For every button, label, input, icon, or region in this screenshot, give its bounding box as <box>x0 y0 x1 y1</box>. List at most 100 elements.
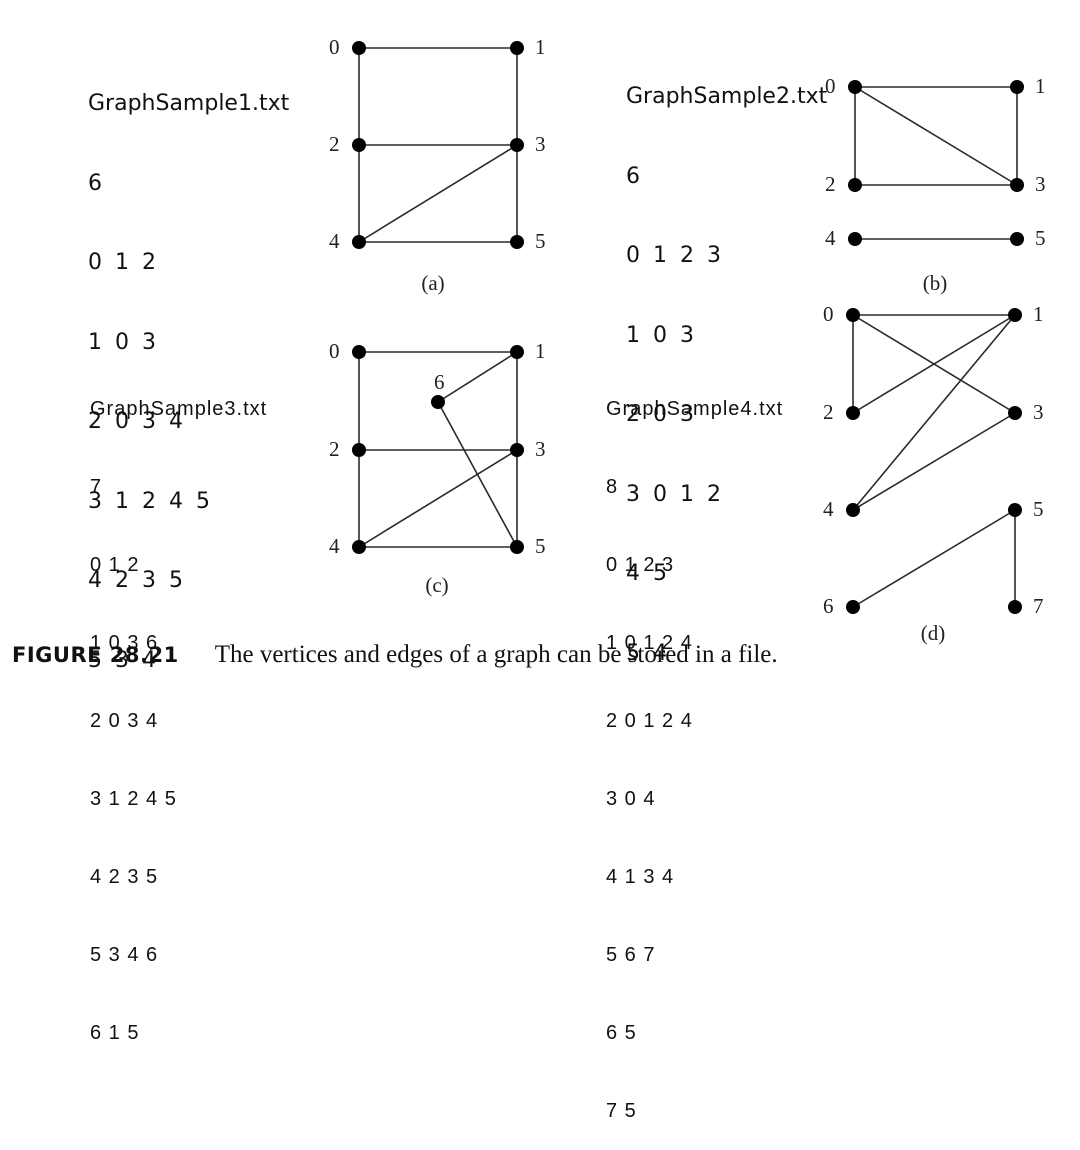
vertex-node <box>510 540 524 554</box>
file-name: GraphSample1.txt <box>88 91 290 116</box>
graph-edge <box>852 314 1016 511</box>
file-line: 1 0 1 2 4 <box>606 632 693 654</box>
vertex-label: 3 <box>535 437 546 461</box>
vertex-label: 5 <box>1035 226 1046 250</box>
vertex-label: 0 <box>823 302 834 326</box>
vertex-node <box>352 41 366 55</box>
panel-label: (b) <box>923 271 948 295</box>
graph-edge <box>852 509 1016 608</box>
panel-label: (d) <box>921 621 946 645</box>
vertex-node <box>352 138 366 152</box>
vertex-label: 2 <box>329 437 340 461</box>
vertex-label: 0 <box>329 35 340 59</box>
file-line: 3 0 1 2 <box>626 481 724 507</box>
graph-edge <box>437 351 518 403</box>
file-line: 3 0 4 <box>606 788 656 810</box>
graph-edge <box>437 401 518 548</box>
file-line: 8 <box>606 476 619 498</box>
vertex-label: 5 <box>535 534 546 558</box>
vertex-label: 1 <box>535 339 546 363</box>
file-line: 2 0 1 2 4 <box>606 710 693 732</box>
file-line: 5 4 <box>626 640 670 666</box>
vertex-node <box>1008 600 1022 614</box>
vertex-label: 5 <box>535 229 546 253</box>
file-line: 0 1 2 <box>90 554 140 576</box>
file-name: GraphSample2.txt <box>626 84 828 109</box>
vertex-node <box>352 443 366 457</box>
vertex-node <box>1010 232 1024 246</box>
vertex-node <box>846 406 860 420</box>
vertex-label: 4 <box>825 226 836 250</box>
vertex-node <box>846 308 860 322</box>
graph-edge <box>358 144 518 243</box>
vertex-node <box>848 80 862 94</box>
file-line: 0 1 2 3 <box>606 554 675 576</box>
file-line: 2 0 3 4 <box>88 409 186 434</box>
file-line: 7 <box>90 476 103 498</box>
vertex-node <box>352 235 366 249</box>
vertex-label: 3 <box>1033 400 1044 424</box>
panel-label: (c) <box>425 573 448 597</box>
vertex-node <box>510 41 524 55</box>
vertex-label: 7 <box>1033 594 1044 618</box>
file-line: 4 1 3 4 <box>606 866 675 888</box>
file-line: 1 0 3 <box>88 329 159 355</box>
file-listing-sample2: GraphSample2.txt 6 0 1 2 3 1 0 3 2 0 3 3… <box>626 31 827 694</box>
graph-edge <box>852 412 1016 511</box>
graph-edge <box>852 314 1016 414</box>
vertex-node <box>846 600 860 614</box>
file-line: 0 1 2 <box>88 250 159 275</box>
file-name: GraphSample4.txt <box>606 398 784 420</box>
vertex-node <box>1010 80 1024 94</box>
vertex-label: 1 <box>1035 74 1046 98</box>
vertex-label: 2 <box>825 172 836 196</box>
vertex-label: 1 <box>535 35 546 59</box>
vertex-label: 4 <box>823 497 834 521</box>
vertex-node <box>848 232 862 246</box>
file-line: 6 5 <box>606 1022 637 1044</box>
file-line: 6 <box>626 163 643 189</box>
file-line: 7 5 <box>606 1100 637 1122</box>
file-line: 5 6 7 <box>606 944 656 966</box>
file-line: 1 0 3 6 <box>90 632 159 654</box>
file-line: 0 1 2 3 <box>626 243 724 268</box>
vertex-node <box>431 395 445 409</box>
vertex-label: 2 <box>823 400 834 424</box>
vertex-label: 5 <box>1033 497 1044 521</box>
vertex-label: 6 <box>434 370 445 394</box>
vertex-label: 6 <box>823 594 834 618</box>
file-line: 4 2 3 5 <box>90 866 159 888</box>
vertex-node <box>352 540 366 554</box>
figure-caption-text: The vertices and edges of a graph can be… <box>214 641 778 668</box>
vertex-node <box>510 443 524 457</box>
file-line: 2 0 3 <box>626 402 697 427</box>
file-line: 6 1 5 <box>90 1022 140 1044</box>
file-line: 3 1 2 4 5 <box>88 488 213 514</box>
vertex-label: 3 <box>535 132 546 156</box>
graph-edge <box>358 449 518 548</box>
vertex-node <box>848 178 862 192</box>
panel-label: (a) <box>421 271 444 295</box>
file-line: 6 <box>88 170 105 196</box>
vertex-label: 0 <box>825 74 836 98</box>
file-line: 3 1 2 4 5 <box>90 788 177 810</box>
file-line: 2 0 3 4 <box>90 710 159 732</box>
vertex-node <box>510 138 524 152</box>
vertex-node <box>1010 178 1024 192</box>
vertex-node <box>1008 503 1022 517</box>
vertex-node <box>510 345 524 359</box>
file-line: 1 0 3 <box>626 322 697 348</box>
vertex-node <box>1008 406 1022 420</box>
vertex-label: 2 <box>329 132 340 156</box>
file-name: GraphSample3.txt <box>90 398 268 420</box>
file-line: 5 3 4 <box>88 647 159 673</box>
file-line: 4 2 3 5 <box>88 568 186 593</box>
vertex-node <box>352 345 366 359</box>
file-listing-sample1: GraphSample1.txt 6 0 1 2 1 0 3 2 0 3 4 3… <box>88 38 289 701</box>
file-line: 4 5 <box>626 561 670 586</box>
